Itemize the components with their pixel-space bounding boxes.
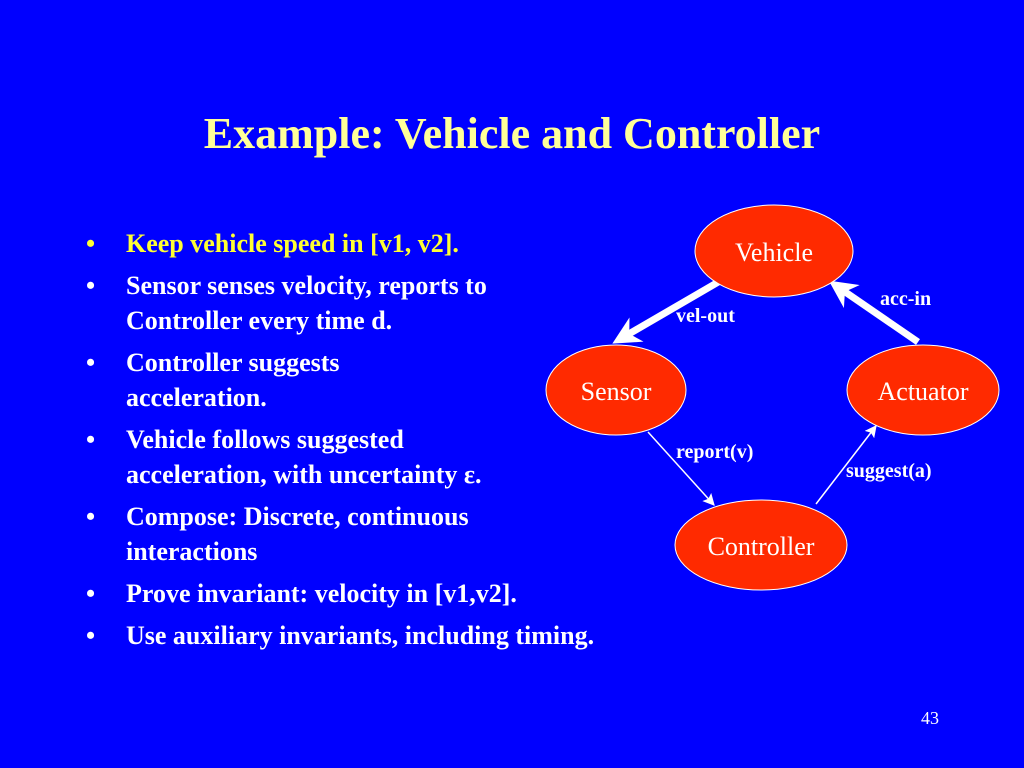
bullet-icon: • [86, 621, 96, 650]
bullet-icon: • [86, 229, 96, 258]
actuator-label: Actuator [878, 377, 969, 406]
bullet-item: • Controller suggests acceleration. [86, 345, 766, 415]
controller-label: Controller [708, 532, 815, 561]
sensor-label: Sensor [581, 377, 652, 406]
bullet-text: Prove invariant: velocity in [v1,v2]. [126, 579, 517, 608]
bullet-text: Controller suggests [126, 348, 340, 377]
bullet-icon: • [86, 579, 96, 608]
bullet-text: Vehicle follows suggested [126, 425, 404, 454]
bullet-item: • Vehicle follows suggested acceleration… [86, 422, 766, 492]
bullet-icon: • [86, 502, 96, 531]
vel-out-arrow [612, 277, 722, 344]
bullet-text-cont: Controller every time d. [126, 306, 393, 335]
bullet-text: Sensor senses velocity, reports to [126, 271, 487, 300]
report-arrow [647, 431, 715, 506]
bullet-text: Keep vehicle speed in [v1, v2]. [126, 229, 459, 258]
acc-in-arrow [828, 280, 920, 345]
bullet-item: • Prove invariant: velocity in [v1,v2]. [86, 576, 766, 611]
bullet-text-cont: acceleration, with uncertainty ε. [126, 460, 482, 489]
suggest-arrow [815, 425, 877, 505]
bullet-item: • Compose: Discrete, continuous interact… [86, 499, 766, 569]
vehicle-node [694, 204, 854, 298]
bullet-item: • Use auxiliary invariants, including ti… [86, 618, 766, 653]
bullet-list: • Keep vehicle speed in [v1, v2]. • Sens… [86, 226, 766, 660]
bullet-item: • Keep vehicle speed in [v1, v2]. [86, 226, 766, 261]
actuator-node [846, 344, 1000, 436]
page-number: 43 [921, 708, 939, 728]
vehicle-label: Vehicle [735, 238, 813, 267]
report-label: report(v) [676, 441, 753, 463]
vel-out-label: vel-out [676, 305, 735, 327]
bullet-item: • Sensor senses velocity, reports to Con… [86, 268, 766, 338]
bullet-icon: • [86, 425, 96, 454]
acc-in-label: acc-in [880, 288, 931, 310]
bullet-icon: • [86, 348, 96, 377]
bullet-text: Use auxiliary invariants, including timi… [126, 621, 595, 650]
controller-node [674, 499, 848, 591]
suggest-label: suggest(a) [846, 460, 932, 482]
slide-title: Example: Vehicle and Controller [203, 109, 821, 158]
sensor-node [545, 344, 687, 436]
bullet-icon: • [86, 271, 96, 300]
bullet-text-cont: acceleration. [126, 383, 267, 412]
bullet-text-cont: interactions [126, 537, 258, 566]
bullet-text: Compose: Discrete, continuous [126, 502, 469, 531]
